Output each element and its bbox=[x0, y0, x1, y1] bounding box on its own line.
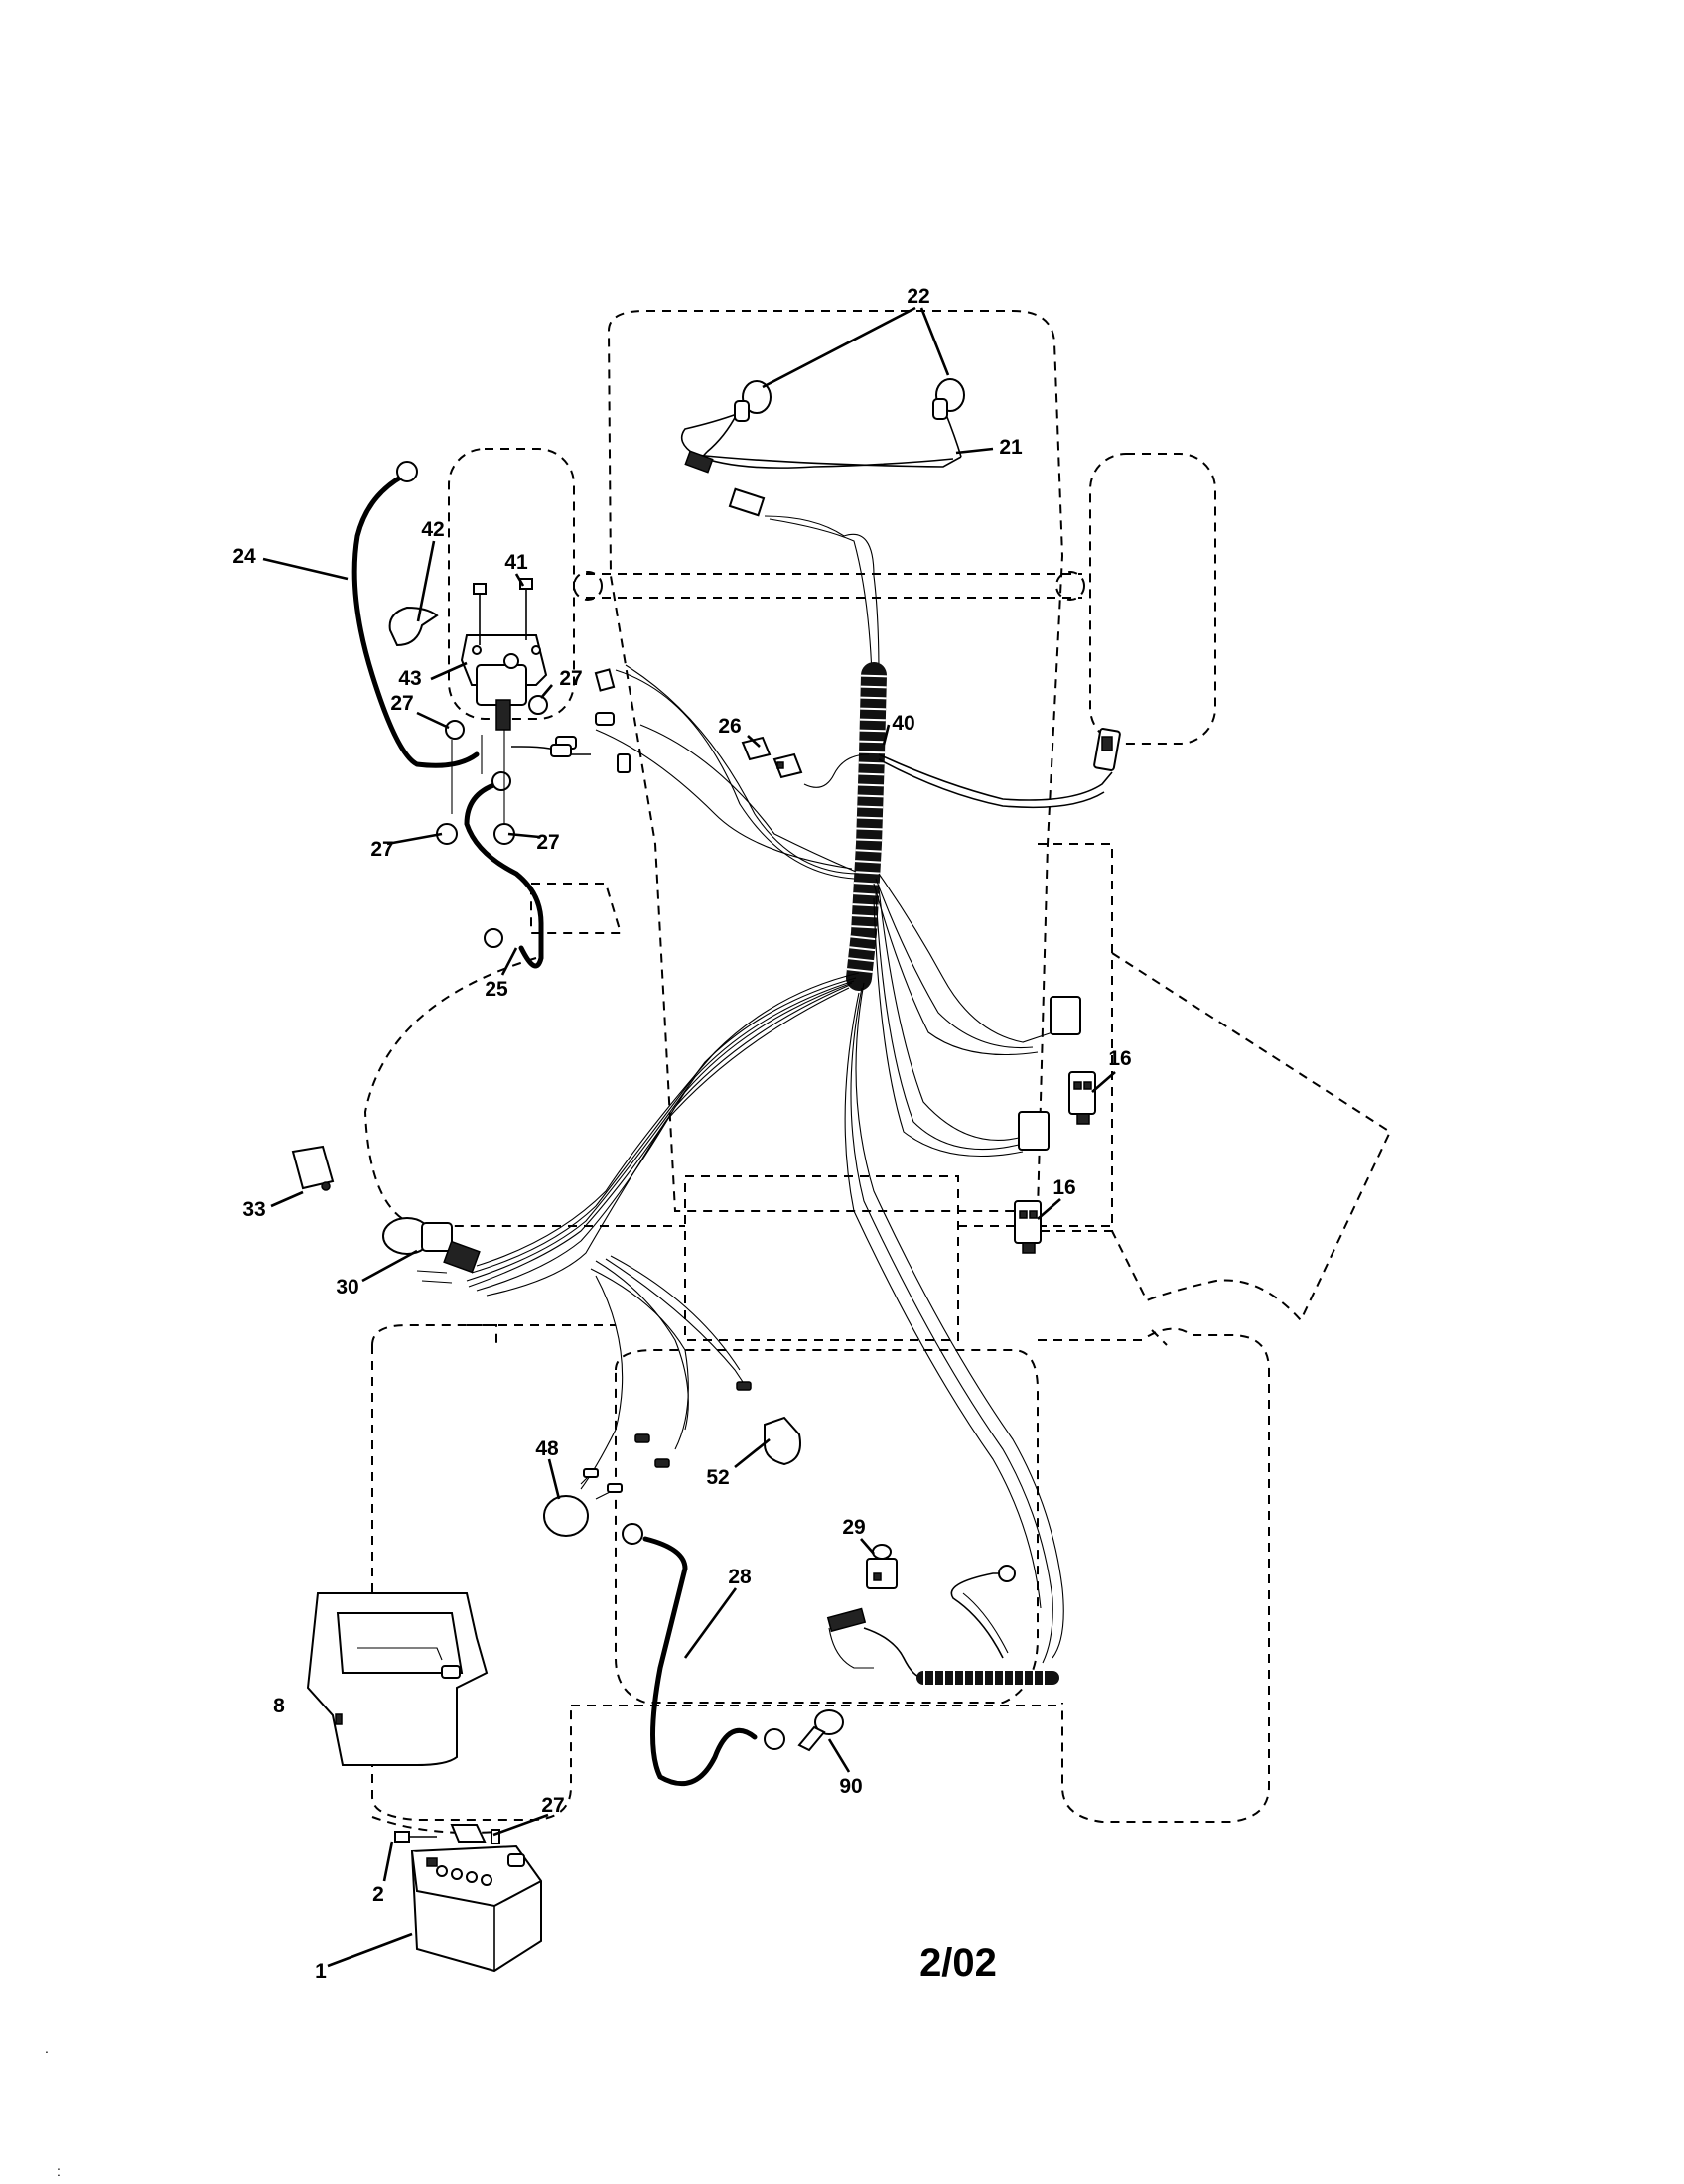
boot-90 bbox=[797, 1709, 844, 1752]
solenoid-43 bbox=[460, 634, 548, 731]
cable-28 bbox=[622, 1523, 785, 1787]
main-harness-wires bbox=[466, 664, 1113, 1664]
battery-cable-24 bbox=[351, 461, 480, 768]
callout-27-b: 27 bbox=[390, 692, 413, 715]
battery-tray-8 bbox=[306, 1592, 489, 1766]
upper-left-terminals bbox=[555, 668, 631, 773]
ignition-switch-30 bbox=[382, 1217, 481, 1284]
callout-21: 21 bbox=[999, 436, 1023, 459]
callout-16-b: 16 bbox=[1052, 1176, 1075, 1199]
callout-8: 8 bbox=[273, 1695, 285, 1717]
leader-lines bbox=[262, 306, 1116, 1968]
headlight-right bbox=[932, 378, 965, 420]
callout-16-a: 16 bbox=[1108, 1047, 1131, 1070]
callout-42: 42 bbox=[421, 518, 444, 541]
callout-28: 28 bbox=[728, 1566, 752, 1588]
callout-41: 41 bbox=[504, 551, 528, 574]
key-33 bbox=[291, 1145, 335, 1191]
solenoid-leads bbox=[451, 730, 591, 824]
nut-27-upper bbox=[436, 695, 548, 845]
callout-25: 25 bbox=[485, 978, 508, 1001]
wire-loom bbox=[846, 662, 887, 991]
callout-labels: 22 21 24 42 41 43 27 27 27 27 25 26 40 1… bbox=[232, 285, 1131, 1982]
headlight-left bbox=[734, 380, 772, 422]
tractor-outline bbox=[363, 310, 1392, 1834]
connector-26 bbox=[741, 736, 803, 779]
bolt-2 bbox=[394, 1831, 437, 1843]
callout-26: 26 bbox=[718, 715, 741, 738]
revision-date: 2/02 bbox=[919, 1941, 997, 1984]
plug-16a bbox=[1068, 1071, 1096, 1125]
callout-24: 24 bbox=[232, 545, 256, 568]
callout-2: 2 bbox=[372, 1883, 384, 1906]
headlight-harness bbox=[680, 411, 962, 676]
callout-90: 90 bbox=[839, 1775, 862, 1798]
callout-40: 40 bbox=[892, 712, 914, 735]
coiled-lead bbox=[826, 1565, 1059, 1685]
callout-48: 48 bbox=[535, 1437, 559, 1460]
callout-27-c: 27 bbox=[370, 838, 393, 861]
callout-22: 22 bbox=[907, 285, 929, 308]
callout-30: 30 bbox=[336, 1276, 358, 1298]
plug-16b bbox=[1014, 1200, 1042, 1254]
bolt-41 bbox=[473, 578, 533, 645]
corner-dot: . bbox=[45, 2040, 49, 2056]
callout-27-d: 27 bbox=[536, 831, 559, 854]
callout-33: 33 bbox=[242, 1198, 265, 1221]
right-front-connector bbox=[1093, 728, 1121, 771]
ground-cable-25 bbox=[464, 771, 544, 969]
battery-1 bbox=[410, 1844, 542, 1973]
switch-48 bbox=[543, 1381, 752, 1537]
callout-1: 1 bbox=[315, 1960, 327, 1982]
harness-connector-upper bbox=[1050, 996, 1081, 1035]
lamp-52 bbox=[764, 1416, 801, 1466]
corner-colon: : bbox=[57, 2163, 61, 2179]
terminal-hardware bbox=[450, 1824, 500, 1844]
callout-29: 29 bbox=[842, 1516, 865, 1539]
callout-27-e: 27 bbox=[541, 1794, 564, 1817]
callout-43: 43 bbox=[398, 667, 421, 690]
callout-27-a: 27 bbox=[559, 667, 582, 690]
boot-42 bbox=[388, 606, 439, 647]
harness-connector-21 bbox=[684, 450, 766, 517]
callout-52: 52 bbox=[706, 1466, 729, 1489]
harness-connector-lower bbox=[1018, 1111, 1050, 1151]
switch-29 bbox=[866, 1544, 898, 1589]
